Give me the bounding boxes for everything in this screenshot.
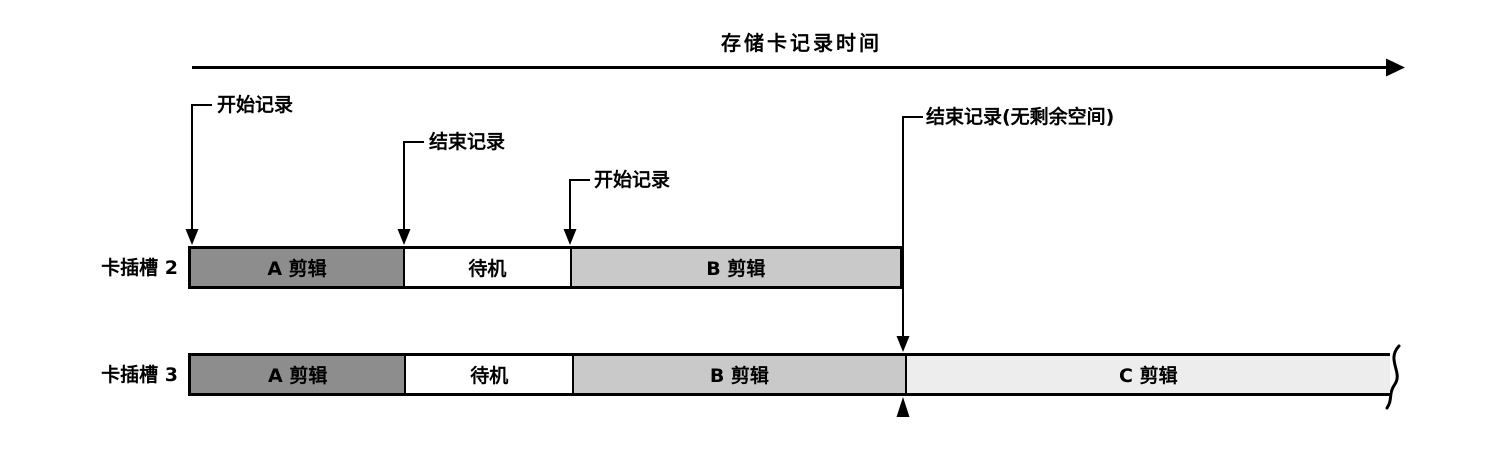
segment-clip-a-slot3: A 剪辑 bbox=[191, 356, 405, 393]
timeline-title: 存储卡记录时间 bbox=[721, 31, 882, 55]
recording-bar-slot2: A 剪辑 待机 B 剪辑 bbox=[188, 246, 903, 289]
down-arrow-icon bbox=[563, 229, 577, 245]
segment-clip-b-slot3: B 剪辑 bbox=[572, 356, 905, 393]
callout-stop-recording-full bbox=[896, 116, 923, 352]
down-arrow-icon bbox=[185, 229, 199, 245]
segment-clip-a-slot2: A 剪辑 bbox=[191, 249, 403, 286]
row-label-card-slot-2: 卡插槽 2 bbox=[101, 257, 178, 279]
callout-start-recording-2 bbox=[563, 179, 590, 245]
break-squiggle-icon bbox=[1385, 344, 1401, 410]
annotation-stop-recording-full: 结束记录(无剩余空间) bbox=[926, 106, 1115, 128]
segment-clip-b-slot2: B 剪辑 bbox=[569, 249, 901, 286]
annotation-start-recording-1: 开始记录 bbox=[217, 94, 294, 116]
down-arrow-icon bbox=[397, 229, 411, 245]
row-label-card-slot-3: 卡插槽 3 bbox=[101, 364, 178, 386]
down-arrow-icon bbox=[896, 336, 910, 352]
timeline-arrow-head-icon bbox=[1386, 58, 1405, 77]
segment-clip-c-slot3: C 剪辑 bbox=[904, 356, 1390, 393]
up-arrow-icon bbox=[896, 397, 910, 417]
callout-start-recording-1 bbox=[185, 104, 212, 245]
segment-standby-slot3: 待机 bbox=[404, 356, 573, 393]
annotation-start-recording-2: 开始记录 bbox=[594, 169, 671, 191]
segment-standby-slot2: 待机 bbox=[403, 249, 570, 286]
callout-stop-recording-1 bbox=[397, 141, 424, 245]
annotation-stop-recording-1: 结束记录 bbox=[429, 131, 506, 153]
timeline-arrow bbox=[192, 58, 1405, 77]
recording-bar-slot3: A 剪辑 待机 B 剪辑 C 剪辑 bbox=[188, 353, 1390, 396]
